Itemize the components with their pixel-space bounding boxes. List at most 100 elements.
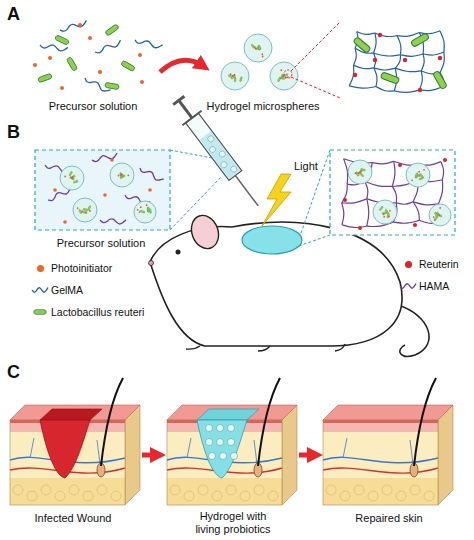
molecule-dot (60, 86, 64, 90)
hydrogel-microsphere (73, 198, 97, 222)
network-strand (365, 181, 368, 198)
panel-letter: A (6, 4, 21, 24)
capillary (343, 438, 413, 464)
skin-front-outline (323, 420, 438, 505)
fat-cell (424, 491, 434, 501)
panel-a-art (33, 20, 455, 98)
zoom-line (291, 22, 340, 71)
molecule-dot (234, 74, 236, 76)
molecule-dot (72, 176, 74, 178)
hydrogel-microsphere (270, 62, 298, 90)
network-strand (354, 65, 374, 68)
network-strand (365, 181, 393, 186)
bacterium (120, 175, 125, 177)
fat-cell (111, 491, 121, 501)
molecule-dot (254, 46, 256, 48)
molecule-dot (53, 188, 57, 192)
fat-cell (340, 491, 350, 501)
molecule-dot (439, 207, 441, 209)
molecule-dot (120, 175, 122, 177)
molecule-dot (413, 223, 417, 227)
bacterium (140, 210, 145, 213)
bacterium (382, 211, 387, 214)
microsphere (206, 425, 213, 432)
network-strand (342, 203, 344, 225)
polymer-chain (32, 288, 48, 293)
molecule-dot (85, 211, 87, 213)
caption-label: Light (293, 160, 319, 173)
molecule-dot (262, 56, 264, 58)
bacterium (66, 57, 77, 72)
hydrogel-microsphere (373, 200, 397, 224)
hydrogel-microsphere (60, 166, 84, 190)
skin-block (323, 378, 453, 505)
skin-front-outline (167, 420, 282, 505)
network-strand (421, 54, 424, 71)
molecule-dot (146, 204, 148, 206)
molecule-dot (358, 226, 362, 230)
wound-opening (197, 409, 259, 420)
panel-c-art (10, 378, 453, 505)
fat-cell (55, 491, 65, 501)
caption-label: Hydrogel microspheres (195, 100, 331, 113)
polymer-chain (100, 218, 126, 225)
fat-cell (368, 491, 378, 501)
network-strand (440, 31, 444, 52)
network-strand (342, 199, 367, 203)
network-strand (395, 68, 421, 72)
bacterium (231, 75, 236, 79)
network-strand (441, 162, 444, 180)
molecule-dot (418, 88, 422, 92)
light-bolt (262, 174, 291, 226)
network-strand (440, 52, 444, 73)
hydrogel-microsphere (244, 34, 272, 62)
fat-cell (83, 491, 93, 501)
fat-cell (240, 491, 250, 501)
bacterium (433, 70, 448, 89)
hypodermis (10, 478, 125, 505)
caption-label: Repaired skin (326, 512, 452, 525)
molecule-dot (64, 175, 66, 177)
hypodermis (167, 478, 282, 505)
bacterium (234, 77, 236, 82)
bacterium (251, 44, 255, 49)
zoom-box (330, 150, 455, 235)
molecule-dot (353, 73, 357, 77)
molecule-dot (140, 206, 142, 208)
zoom-line (170, 176, 222, 230)
syringe-microsphere (230, 165, 238, 173)
molecule-dot (127, 174, 129, 176)
microsphere (217, 439, 224, 446)
molecule-dot (373, 58, 377, 62)
dermis (323, 432, 438, 478)
network-strand (342, 184, 348, 203)
fat-cell (198, 485, 208, 495)
fat-cell (410, 485, 420, 495)
zoom-box (340, 22, 455, 98)
syringe-microsphere (218, 150, 226, 158)
molecule-dot (418, 171, 420, 173)
bacterium (410, 33, 429, 48)
molecule-dot (383, 216, 385, 218)
fat-cell (97, 485, 107, 495)
network-strand (376, 87, 394, 92)
syringe-fluid (200, 131, 241, 179)
bacterium (73, 180, 78, 183)
process-arrow (160, 60, 203, 72)
hair (414, 378, 436, 466)
network-strand (394, 90, 419, 92)
syringe-microsphere (207, 135, 215, 143)
bacterium (121, 60, 136, 71)
mouse-paw (186, 344, 345, 351)
network-strand (373, 33, 376, 53)
microsphere (220, 453, 227, 460)
molecule-dot (98, 70, 102, 74)
network-strand (392, 186, 396, 202)
network-strand (413, 202, 438, 205)
network-strand (423, 52, 444, 55)
syringe-microsphere (220, 160, 228, 168)
network-strand (357, 32, 375, 35)
fat-cell (382, 485, 392, 495)
bacterium (105, 24, 119, 36)
hypodermis (323, 478, 438, 505)
